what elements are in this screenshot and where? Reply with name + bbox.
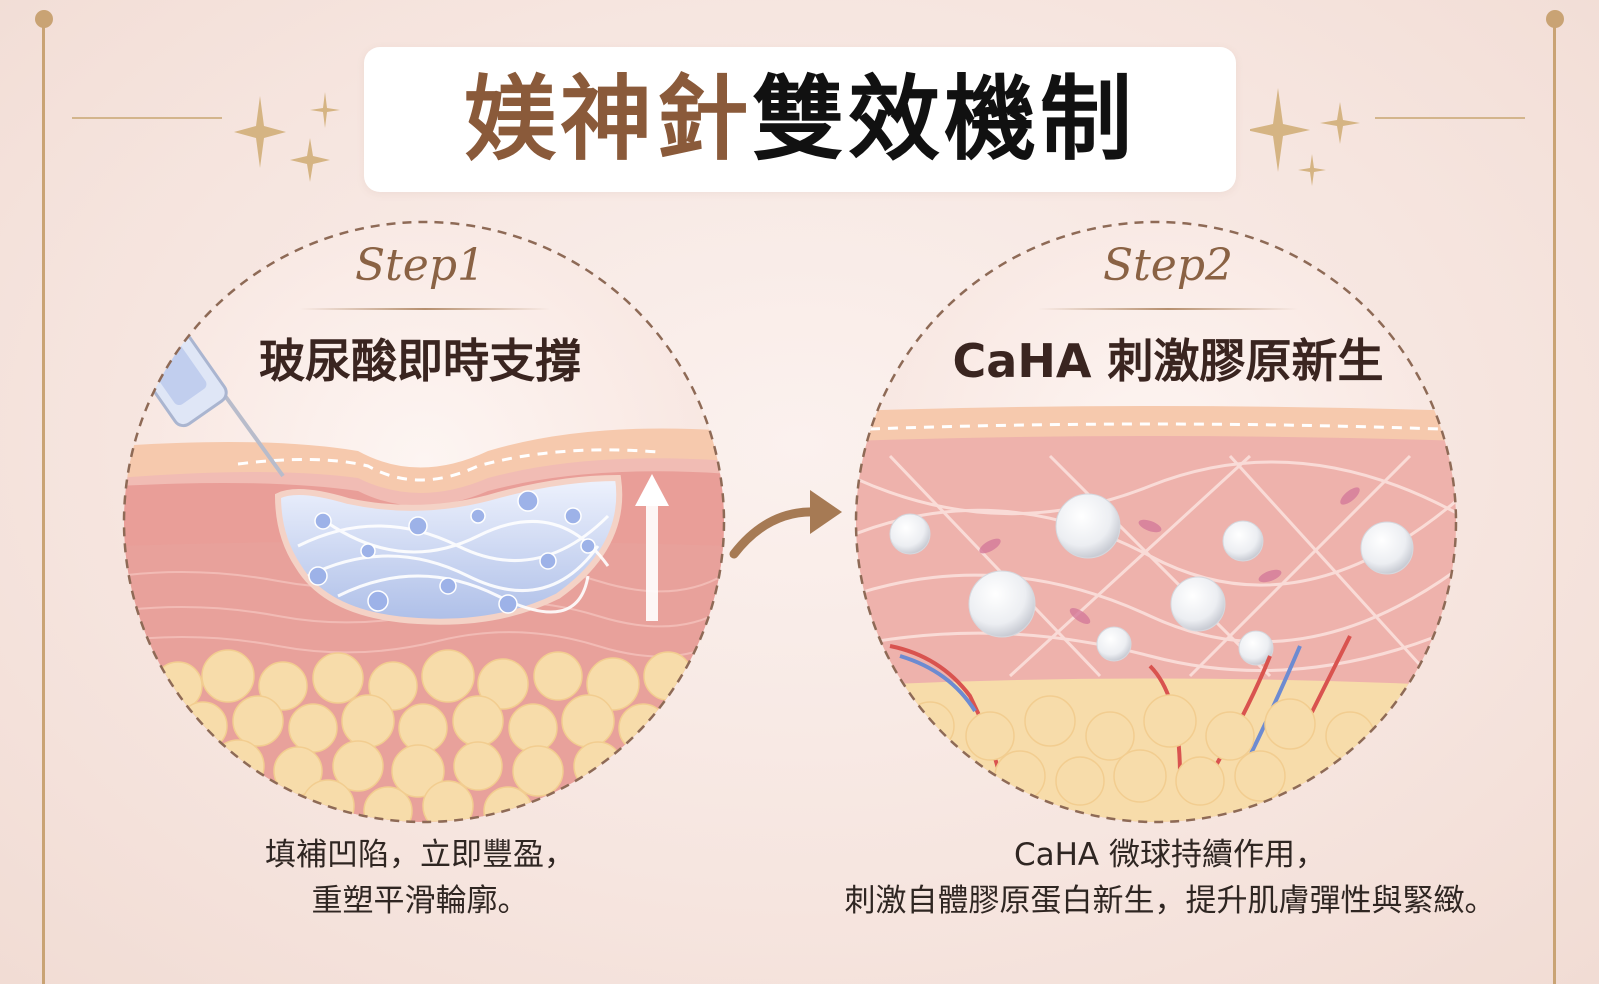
left-title-rule — [72, 117, 222, 119]
step2-desc-line1: CaHA 微球持續作用， — [1013, 837, 1326, 873]
sparkle-icon — [1250, 88, 1360, 186]
page-title: 媄神針雙效機制 — [464, 73, 1136, 166]
title-box: 媄神針雙效機制 — [364, 47, 1236, 192]
right-title-rule — [1375, 117, 1525, 119]
step2-rule — [1038, 308, 1298, 310]
step2-desc-line2: 刺激自體膠原蛋白新生，提升肌膚彈性與緊緻。 — [844, 883, 1496, 919]
arrow-up-icon — [635, 474, 669, 621]
right-frame-line — [1553, 18, 1556, 984]
step1-desc-line1: 填補凹陷，立即豐盈， — [265, 837, 575, 873]
sparkle-icon — [234, 92, 340, 182]
step1-rule — [300, 308, 550, 310]
step1-label: Step1 — [354, 240, 486, 291]
step1-desc-line2: 重塑平滑輪廓。 — [311, 883, 529, 919]
curved-arrow-icon — [729, 490, 842, 559]
step2-heading: CaHA 刺激膠原新生 — [952, 334, 1384, 388]
step1-description: 填補凹陷，立即豐盈， 重塑平滑輪廓。 — [200, 832, 640, 924]
step2-description: CaHA 微球持續作用， 刺激自體膠原蛋白新生，提升肌膚彈性與緊緻。 — [790, 832, 1550, 924]
right-frame-dot — [1546, 10, 1564, 28]
title-part1: 媄神針 — [463, 65, 752, 173]
caha-microsphere-icon — [889, 493, 1414, 666]
title-part2: 雙效機制 — [752, 65, 1137, 173]
step1-heading: 玻尿酸即時支撐 — [259, 334, 581, 388]
step1-illustration — [122, 220, 726, 824]
left-frame-dot — [35, 10, 53, 28]
step2-label: Step2 — [1102, 240, 1234, 291]
left-frame-line — [42, 18, 45, 984]
step2-illustration — [854, 220, 1458, 824]
